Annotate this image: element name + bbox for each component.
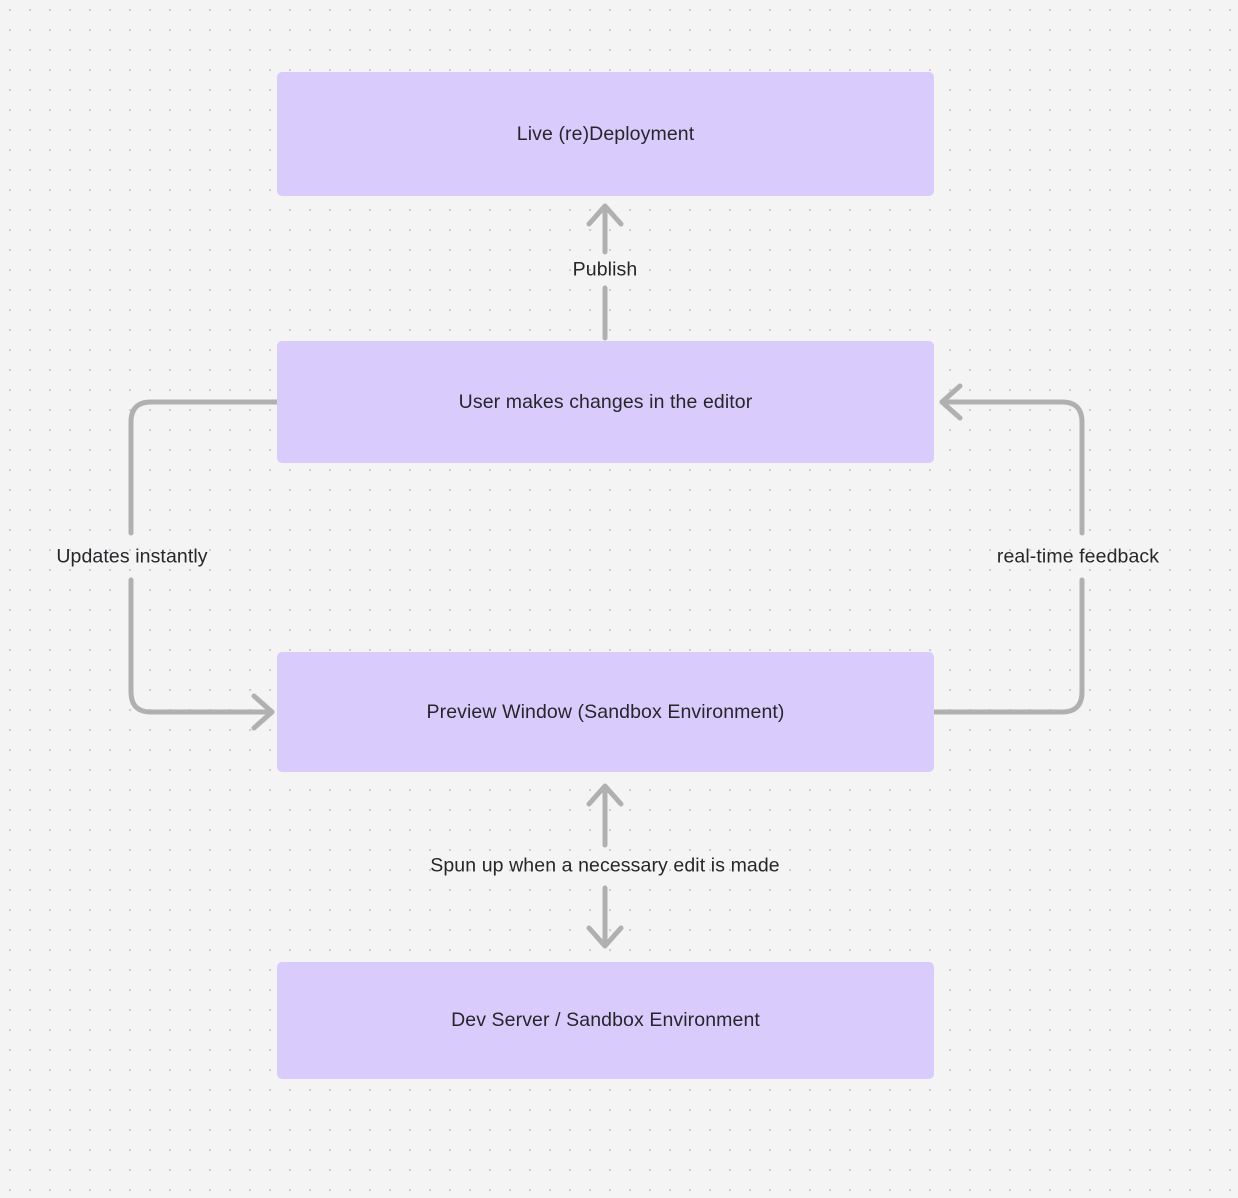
- edge-label-updates-instantly: Updates instantly: [56, 545, 208, 568]
- edge-label-real-time-feedback: real-time feedback: [996, 545, 1160, 568]
- node-preview-window[interactable]: Preview Window (Sandbox Environment): [277, 652, 934, 772]
- node-dev-server[interactable]: Dev Server / Sandbox Environment: [277, 962, 934, 1079]
- edge-label-publish: Publish: [572, 258, 638, 281]
- edge-label-spun-up: Spun up when a necessary edit is made: [430, 854, 780, 877]
- node-dev-server-label: Dev Server / Sandbox Environment: [451, 1009, 760, 1032]
- node-user-edits[interactable]: User makes changes in the editor: [277, 341, 934, 463]
- node-live-deployment-label: Live (re)Deployment: [516, 122, 695, 145]
- node-live-deployment[interactable]: Live (re)Deployment: [277, 72, 934, 196]
- node-preview-window-label: Preview Window (Sandbox Environment): [426, 700, 785, 723]
- node-user-edits-label: User makes changes in the editor: [458, 390, 753, 413]
